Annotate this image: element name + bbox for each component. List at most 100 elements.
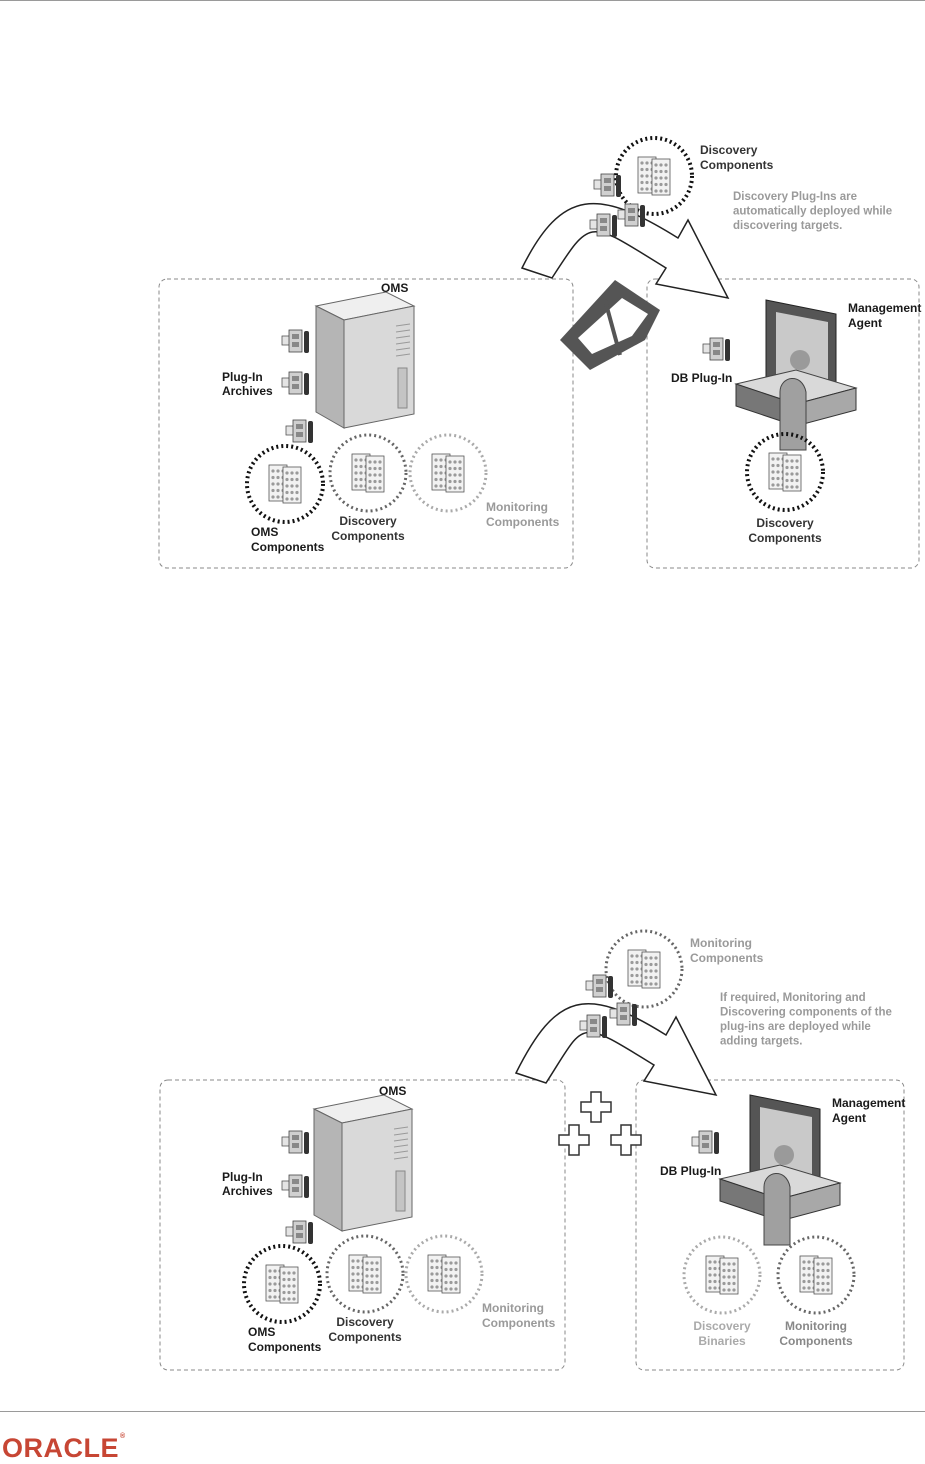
component-icon: [604, 929, 684, 1009]
agent-box: [646, 278, 920, 569]
agent-components-label-line: Components: [748, 531, 822, 545]
component-icon: [242, 1244, 322, 1324]
component-icon: [325, 1234, 405, 1314]
plugin-archives-label-line: Plug-In: [222, 370, 263, 384]
oms-server-icon: [314, 291, 416, 429]
plugin-archives-label-line: Plug-In: [222, 1170, 263, 1184]
db-plugin-label-line: DB Plug-In: [660, 1164, 721, 1178]
top-components-label-line: Components: [700, 158, 774, 172]
oracle-logo-text: ORACLE: [2, 1433, 119, 1463]
agent-components-label-line: Discovery: [693, 1319, 751, 1333]
agent-components-label-line: Binaries: [698, 1334, 746, 1348]
db-plugin-label-line: DB Plug-In: [671, 371, 732, 385]
deploy-arrow: [520, 202, 730, 300]
plugin-icon: [281, 1130, 309, 1154]
oms-discovery-components-label-line: Components: [328, 1330, 402, 1344]
db-plugin-label: DB Plug-In: [671, 371, 732, 385]
component-icon: [682, 1235, 762, 1315]
trademark-symbol: ®: [120, 1433, 126, 1440]
agent-components-label-line: Components: [779, 1334, 853, 1348]
plugin-icon: [702, 337, 730, 361]
plugin-icon: [589, 213, 617, 237]
db-plugin-label: DB Plug-In: [660, 1164, 721, 1178]
plugin-icon: [281, 329, 309, 353]
oms-monitoring-components-label-line: Components: [482, 1316, 556, 1330]
footer-rule: [0, 1411, 925, 1412]
management-agent-icon: [718, 1094, 842, 1246]
agent-components-label-line: Discovery: [756, 516, 814, 530]
oms-label: OMS: [379, 1084, 406, 1098]
plugin-icon: [609, 1002, 637, 1026]
oms-components-label-line: Components: [248, 1340, 322, 1354]
oms-monitoring-components-label-line: Components: [486, 515, 560, 529]
oms-components-label-line: OMS: [248, 1325, 275, 1339]
agent-components-label-line: Monitoring: [785, 1319, 847, 1333]
management-agent-label-line: Agent: [832, 1111, 866, 1125]
plugin-icon: [285, 1220, 313, 1244]
deployment-note-line: plug-ins are deployed while: [720, 1021, 871, 1033]
plugin-icon: [593, 173, 621, 197]
agent-box: [635, 1079, 905, 1371]
plugin-icon: [691, 1130, 719, 1154]
top-components-label-line: Components: [690, 951, 764, 965]
plugin-icon: [285, 419, 313, 443]
deployment-note-line: adding targets.: [720, 1036, 802, 1048]
deployment-note-line: Discovering components of the: [720, 1007, 892, 1019]
deployment-note-line: discovering targets.: [733, 220, 842, 232]
deployment-note: Discovery Plug-Ins are automatically depl…: [733, 191, 892, 232]
component-icon: [408, 433, 488, 513]
management-agent-label-line: Management: [848, 301, 921, 315]
oms-discovery-components-label-line: Discovery: [336, 1315, 394, 1329]
oms-components-label-line: OMS: [251, 525, 278, 539]
oms-box: [159, 1079, 566, 1371]
oms-monitoring-components-label-line: Monitoring: [486, 500, 548, 514]
oms-box: [158, 278, 574, 569]
top-rule: [0, 0, 925, 1]
oms-server-icon: [312, 1094, 414, 1232]
deploy-connector-graphic: [560, 280, 660, 370]
oms-discovery-components-label-line: Discovery: [339, 514, 397, 528]
top-components-label-line: Monitoring: [690, 936, 752, 950]
management-agent-label-line: Agent: [848, 316, 882, 330]
plugin-icon: [281, 371, 309, 395]
plugin-archives-label-line: Archives: [222, 1184, 273, 1198]
deploy-arrow: [514, 1002, 718, 1097]
plus-icon: [610, 1124, 642, 1156]
deployment-note-line: If required, Monitoring and: [720, 992, 866, 1004]
component-icon: [745, 432, 825, 512]
management-agent-icon: [734, 299, 858, 451]
plugin-icon: [281, 1174, 309, 1198]
plugin-icon: [617, 203, 645, 227]
component-icon: [404, 1234, 484, 1314]
management-agent-label-line: Management: [832, 1096, 905, 1110]
oms-label: OMS: [381, 281, 408, 295]
oms-label-line: OMS: [381, 281, 408, 295]
oms-monitoring-components-label-line: Monitoring: [482, 1301, 544, 1315]
plugin-icon: [585, 974, 613, 998]
deployment-note-line: automatically deployed while: [733, 206, 892, 218]
deployment-note-line: Discovery Plug-Ins are: [733, 191, 857, 203]
oms-components-label-line: Components: [251, 540, 325, 554]
oms-discovery-components-label-line: Components: [331, 529, 405, 543]
top-components-label-line: Discovery: [700, 143, 758, 157]
plus-icon: [558, 1124, 590, 1156]
oms-label-line: OMS: [379, 1084, 406, 1098]
component-icon: [328, 433, 408, 513]
